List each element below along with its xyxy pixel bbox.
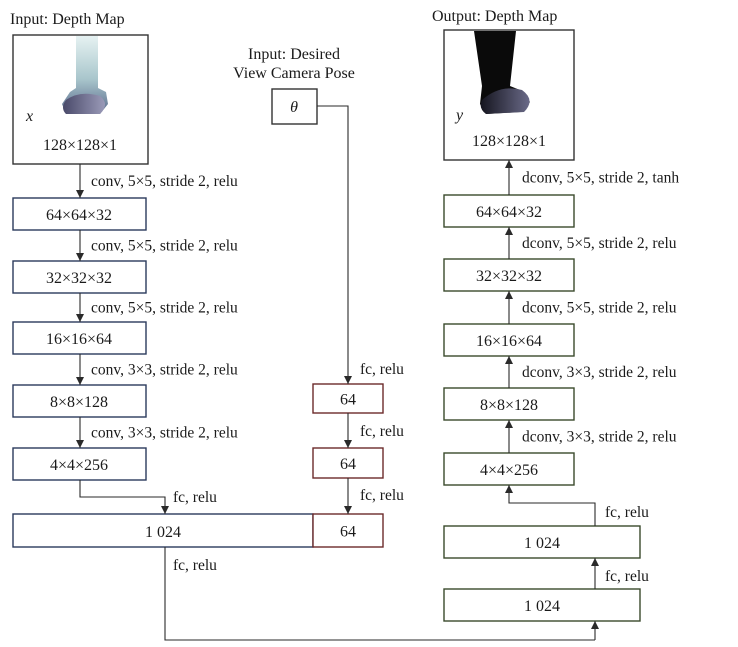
concat-out-label: fc, relu <box>173 557 217 574</box>
theta-to-pose-edge <box>317 105 349 384</box>
decoder-box-3 <box>443 323 575 357</box>
input-depth-image <box>62 36 108 114</box>
decoder-fc-edge-label-2: fc, relu <box>605 504 649 521</box>
decoder-edge-1-arrowhead <box>505 420 513 428</box>
pose-fc-label-1: 64 <box>340 392 356 409</box>
encoder-edge-label-3: conv, 5×5, stride 2, relu <box>91 300 238 317</box>
output-depth-dims: 128×128×1 <box>472 133 546 150</box>
concat-to-decoder-edge-arrowhead <box>591 621 599 629</box>
output-depth-title: Output: Depth Map <box>432 8 557 25</box>
theta-symbol: θ <box>290 99 298 116</box>
concat-box-1024 <box>12 513 314 548</box>
encoder-box-label-1: 64×64×32 <box>46 207 112 224</box>
encoder-box-2 <box>12 260 147 294</box>
output-var-y: y <box>454 107 464 124</box>
input-var-x: x <box>25 108 33 125</box>
encoder-edge-4-arrowhead <box>76 377 84 385</box>
decoder-fc-label-1: 1 024 <box>524 535 560 552</box>
input-pose-title-line2: View Camera Pose <box>233 65 355 82</box>
input-depth-dims: 128×128×1 <box>43 137 117 154</box>
pose-edge-label-1: fc, relu <box>360 361 404 378</box>
decoder-box-label-3: 16×16×64 <box>476 333 542 350</box>
encoder-box-label-3: 16×16×64 <box>46 331 112 348</box>
decoder-box-label-2: 8×8×128 <box>480 397 538 414</box>
encoder-edge-5-arrowhead <box>76 440 84 448</box>
encoder-edge-label-1: conv, 5×5, stride 2, relu <box>91 173 238 190</box>
decoder-box-label-5: 64×64×32 <box>476 204 542 221</box>
decoder-edge-5-arrowhead <box>505 160 513 168</box>
decoder-box-2 <box>443 387 575 421</box>
encoder-box-label-2: 32×32×32 <box>46 270 112 287</box>
theta-to-pose-edge-arrowhead <box>344 376 352 384</box>
pose-edge-label-2: fc, relu <box>360 423 404 440</box>
encoder-to-concat-edge <box>79 480 166 514</box>
pose-fc-label-2: 64 <box>340 456 356 473</box>
output-depth-image <box>474 31 530 114</box>
decoder-edge-label-4: dconv, 5×5, stride 2, relu <box>522 235 677 252</box>
decoder-fc-edge-label-1: fc, relu <box>605 568 649 585</box>
decoder-fc-edge-2-arrowhead <box>505 485 513 493</box>
input-depth-title: Input: Depth Map <box>10 11 125 28</box>
decoder-edge-label-3: dconv, 5×5, stride 2, relu <box>522 300 677 317</box>
decoder-edge-3-arrowhead <box>505 291 513 299</box>
decoder-edge-label-1: dconv, 3×3, stride 2, relu <box>522 429 677 446</box>
decoder-box-4 <box>443 258 575 292</box>
encoder-edge-label-4: conv, 3×3, stride 2, relu <box>91 362 238 379</box>
decoder-edge-label-2: dconv, 3×3, stride 2, relu <box>522 364 677 381</box>
pose-edge-2-arrowhead <box>344 440 352 448</box>
encoder-to-concat-edge-arrowhead <box>161 506 169 514</box>
decoder-edge-2-arrowhead <box>505 356 513 364</box>
encoder-edge-label-2: conv, 5×5, stride 2, relu <box>91 238 238 255</box>
concat-to-decoder-line <box>164 547 595 641</box>
decoder-box-label-4: 32×32×32 <box>476 268 542 285</box>
concat-1024-label: 1 024 <box>145 524 181 541</box>
encoder-fc-label: fc, relu <box>173 489 217 506</box>
decoder-fc-label-2: 1 024 <box>524 598 560 615</box>
decoder-fc-edge-1-arrowhead <box>591 558 599 566</box>
encoder-edge-label-5: conv, 3×3, stride 2, relu <box>91 425 238 442</box>
pose-edge-3-arrowhead <box>344 506 352 514</box>
input-pose-title-line1: Input: Desired <box>248 46 340 63</box>
decoder-fc-box-1 <box>443 525 641 559</box>
encoder-box-label-5: 4×4×256 <box>50 457 108 474</box>
encoder-edge-3-arrowhead <box>76 314 84 322</box>
pose-edge-label-3: fc, relu <box>360 487 404 504</box>
pose-fc-box-1 <box>312 383 384 414</box>
decoder-edge-label-5: dconv, 5×5, stride 2, tanh <box>522 170 679 187</box>
encoder-edge-2-arrowhead <box>76 253 84 261</box>
decoder-box-1 <box>443 452 575 486</box>
encoder-box-label-4: 8×8×128 <box>50 394 108 411</box>
pose-fc-label-3: 64 <box>340 524 356 541</box>
decoder-fc-edge-2 <box>508 485 596 526</box>
decoder-box-label-1: 4×4×256 <box>480 462 538 479</box>
encoder-edge-1-arrowhead <box>76 190 84 198</box>
pose-fc-box-3 <box>312 513 384 548</box>
decoder-edge-4-arrowhead <box>505 227 513 235</box>
decoder-fc-box-2 <box>443 588 641 622</box>
